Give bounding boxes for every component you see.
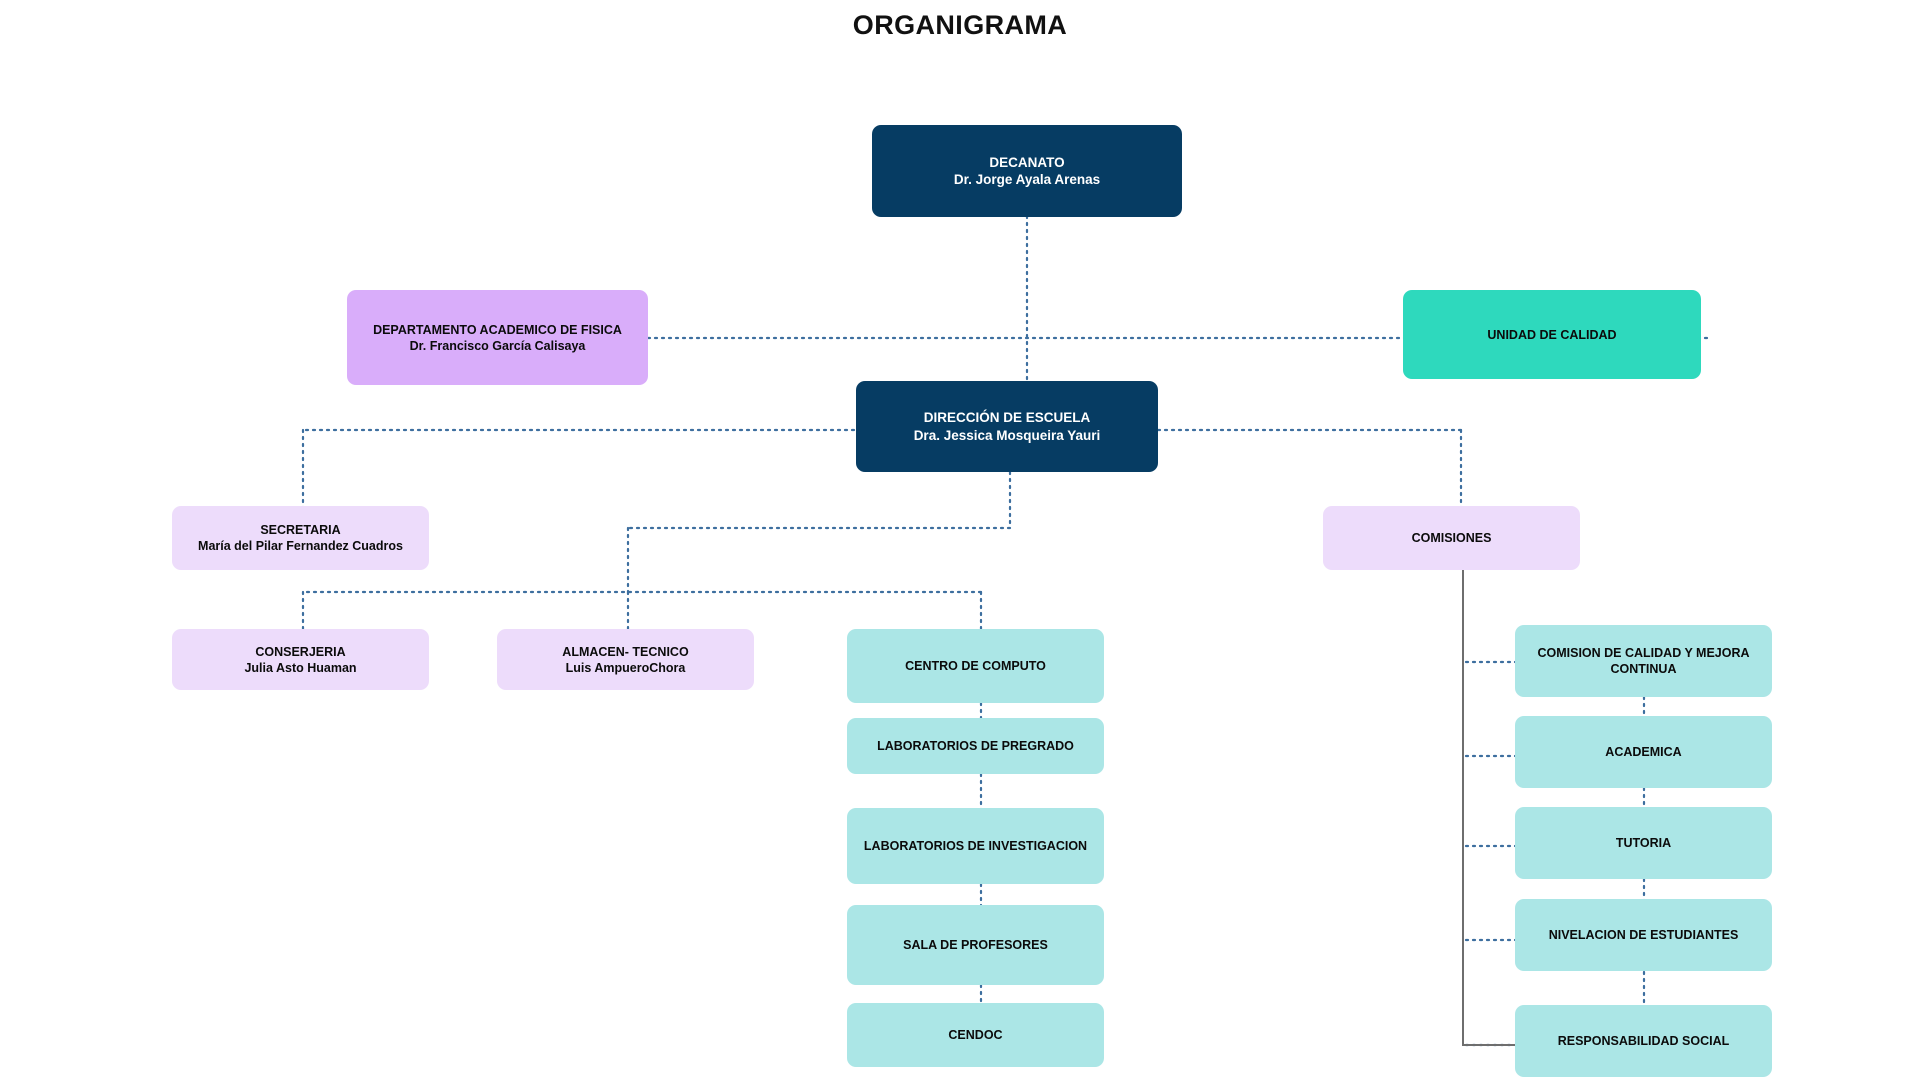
node-sala-de-profesores[interactable]: SALA DE PROFESORES (847, 905, 1104, 985)
node-comision-calidad-title: COMISION DE CALIDAD Y MEJORA CONTINUA (1537, 646, 1750, 676)
node-comision-tutoria[interactable]: TUTORIA (1515, 807, 1772, 879)
node-laboratorios-de-pregrado[interactable]: LABORATORIOS DE PREGRADO (847, 718, 1104, 774)
node-comision-calidad-mejora-continua[interactable]: COMISION DE CALIDAD Y MEJORA CONTINUA (1515, 625, 1772, 697)
node-unidad-calidad-title: UNIDAD DE CALIDAD (1487, 327, 1617, 342)
node-sala-profesores-title: SALA DE PROFESORES (903, 938, 1048, 952)
node-comision-nivelacion-estudiantes[interactable]: NIVELACION DE ESTUDIANTES (1515, 899, 1772, 971)
node-decanato-title: DECANATO (989, 154, 1065, 170)
node-comision-responsabilidad-title: RESPONSABILIDAD SOCIAL (1557, 1034, 1730, 1048)
node-lab-investigacion-title: LABORATORIOS DE INVESTIGACION (863, 839, 1088, 853)
node-cendoc-title: CENDOC (948, 1028, 1003, 1042)
node-comision-academica[interactable]: ACADEMICA (1515, 716, 1772, 788)
node-secretaria-title: SECRETARIA (260, 523, 341, 537)
node-lab-pregrado-title: LABORATORIOS DE PREGRADO (877, 739, 1074, 753)
node-departamento-academico-fisica[interactable]: DEPARTAMENTO ACADEMICO DE FISICA Dr. Fra… (347, 290, 648, 385)
node-secretaria[interactable]: SECRETARIA María del Pilar Fernandez Cua… (172, 506, 429, 570)
node-comision-responsabilidad-social[interactable]: RESPONSABILIDAD SOCIAL (1515, 1005, 1772, 1077)
node-conserjeria-person: Julia Asto Huaman (244, 660, 357, 675)
node-laboratorios-de-investigacion[interactable]: LABORATORIOS DE INVESTIGACION (847, 808, 1104, 884)
node-cendoc[interactable]: CENDOC (847, 1003, 1104, 1067)
node-almacen-person: Luis AmpueroChora (565, 660, 686, 675)
node-direccion-de-escuela[interactable]: DIRECCIÓN DE ESCUELA Dra. Jessica Mosque… (856, 381, 1158, 472)
node-unidad-de-calidad[interactable]: UNIDAD DE CALIDAD (1403, 290, 1701, 379)
node-comisiones-title: COMISIONES (1411, 531, 1492, 545)
edge-comisiones-stem (1462, 570, 1516, 1046)
node-departamento-title: DEPARTAMENTO ACADEMICO DE FISICA (373, 322, 622, 337)
node-decanato-person: Dr. Jorge Ayala Arenas (953, 172, 1101, 187)
node-secretaria-person: María del Pilar Fernandez Cuadros (198, 539, 403, 553)
node-comisiones[interactable]: COMISIONES (1323, 506, 1580, 570)
node-centro-de-computo[interactable]: CENTRO DE COMPUTO (847, 629, 1104, 703)
node-direccion-title: DIRECCIÓN DE ESCUELA (923, 410, 1091, 426)
node-departamento-person: Dr. Francisco García Calisaya (409, 338, 586, 353)
node-centro-computo-title: CENTRO DE COMPUTO (905, 659, 1046, 673)
node-comision-academica-title: ACADEMICA (1605, 745, 1682, 759)
node-comision-nivelacion-title: NIVELACION DE ESTUDIANTES (1548, 928, 1739, 942)
node-conserjeria-title: CONSERJERIA (255, 644, 346, 659)
node-almacen-tecnico[interactable]: ALMACEN- TECNICO Luis AmpueroChora (497, 629, 754, 690)
page-title: ORGANIGRAMA (852, 10, 1068, 40)
node-decanato[interactable]: DECANATO Dr. Jorge Ayala Arenas (872, 125, 1182, 217)
node-comision-tutoria-title: TUTORIA (1615, 836, 1672, 850)
node-direccion-person: Dra. Jessica Mosqueira Yauri (913, 427, 1101, 443)
node-conserjeria[interactable]: CONSERJERIA Julia Asto Huaman (172, 629, 429, 690)
node-almacen-title: ALMACEN- TECNICO (562, 644, 689, 659)
